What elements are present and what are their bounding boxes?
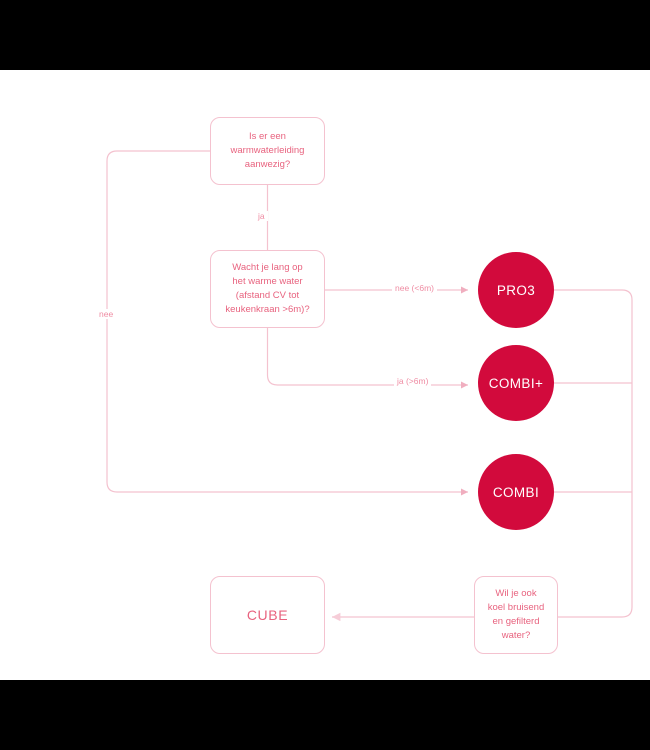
question-node-bruisend-water[interactable]: Wil je ook koel bruisend en gefilterd wa… [474, 576, 558, 654]
result-node-pro3-label: PRO3 [496, 282, 536, 298]
flowchart-connectors [106, 150, 633, 622]
letterbox-top-bar [0, 0, 650, 70]
result-node-combi-plus[interactable]: COMBI+ [478, 345, 554, 421]
result-node-cube[interactable]: CUBE [210, 576, 325, 654]
edge-label-ja-gt-6m: ja (>6m) [394, 376, 432, 386]
result-node-cube-label: CUBE [246, 606, 289, 623]
flowchart-canvas: Is er een warmwaterleiding aanwezig? Wac… [0, 70, 650, 680]
edge-label-nee-lt-6m: nee (<6m) [392, 283, 437, 293]
result-node-combi[interactable]: COMBI [478, 454, 554, 530]
edge-label-ja: ja [255, 211, 268, 221]
result-node-combi-label: COMBI [492, 484, 540, 500]
question-node-warmwaterleiding[interactable]: Is er een warmwaterleiding aanwezig? [210, 117, 325, 185]
question-node-bruisend-water-label: Wil je ook koel bruisend en gefilterd wa… [487, 588, 545, 641]
result-node-pro3[interactable]: PRO3 [478, 252, 554, 328]
letterbox-bottom-bar [0, 680, 650, 750]
result-node-combi-plus-label: COMBI+ [488, 375, 544, 391]
question-node-wachttijd[interactable]: Wacht je lang op het warme water (afstan… [210, 250, 325, 328]
question-node-wachttijd-label: Wacht je lang op het warme water (afstan… [225, 262, 310, 315]
question-node-warmwaterleiding-label: Is er een warmwaterleiding aanwezig? [230, 131, 305, 170]
edge-q1-combi [106, 150, 468, 496]
edge-pro3-q3 [554, 289, 633, 618]
edge-q2-combiplus [266, 328, 468, 389]
edge-label-nee: nee [96, 309, 117, 319]
